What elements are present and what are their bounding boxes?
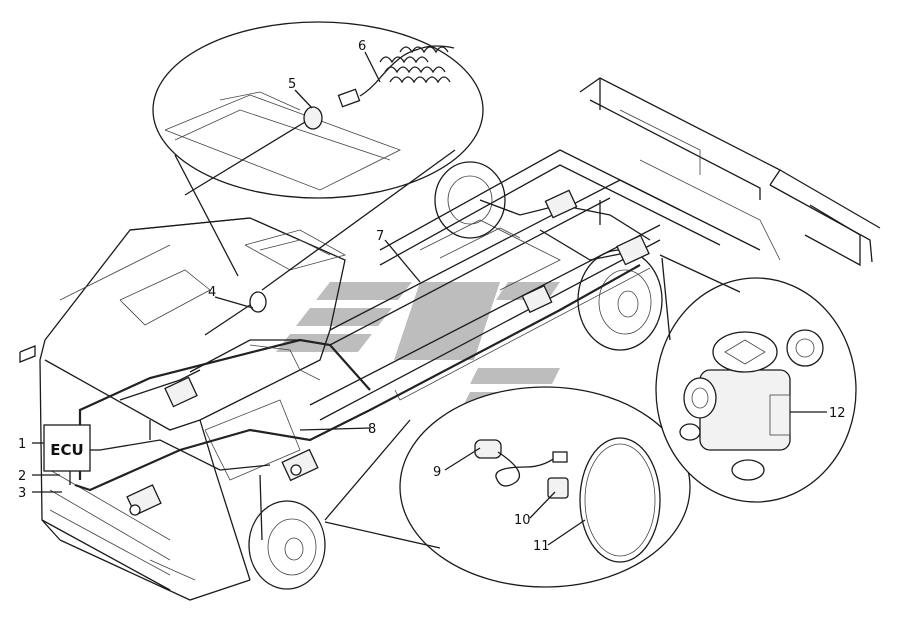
detail-bubble-valve <box>655 254 857 503</box>
modulator-valve-front-left <box>126 484 162 516</box>
callout-11: 11 <box>533 539 550 554</box>
callout-leaders <box>32 51 827 546</box>
rear-left-wheel <box>434 161 506 239</box>
front-right-wheel <box>248 500 326 590</box>
callout-6: 6 <box>358 39 366 54</box>
callout-8: 8 <box>368 422 376 437</box>
callout-4: 4 <box>208 285 216 300</box>
callout-10: 10 <box>514 513 531 528</box>
relay-valve-rear <box>521 284 553 314</box>
callout-7: 7 <box>376 229 384 244</box>
relay-valve-front <box>164 376 198 408</box>
modulator-valve-rear-left <box>544 189 578 219</box>
callout-3: 3 <box>18 486 26 501</box>
callout-9: 9 <box>433 465 441 480</box>
ecu-label: ECU <box>50 441 83 459</box>
modulator-valve-rear-right <box>616 234 650 266</box>
callout-1: 1 <box>18 437 26 452</box>
truck-cab <box>19 217 347 601</box>
wheel-speed-sensor <box>204 291 267 336</box>
detail-bubble-sensor <box>152 21 484 291</box>
callout-2: 2 <box>18 469 26 484</box>
rear-right-wheel <box>577 249 663 351</box>
callout-5: 5 <box>288 77 296 92</box>
brake-lines <box>74 199 651 541</box>
detail-bubble-sensor-parts <box>324 386 691 588</box>
ecu-unit: ECU <box>43 424 100 485</box>
modulator-valve-front-right <box>281 448 319 482</box>
callout-12: 12 <box>829 406 846 421</box>
